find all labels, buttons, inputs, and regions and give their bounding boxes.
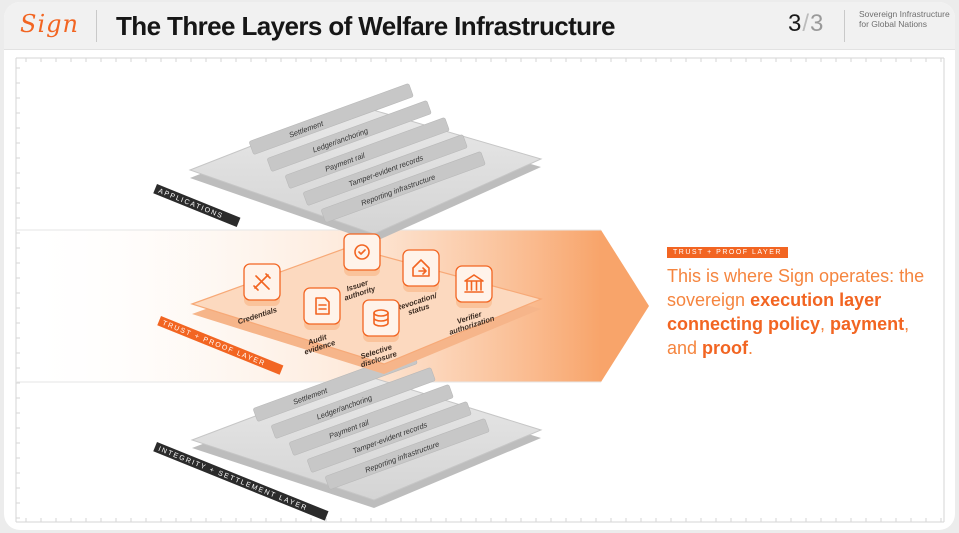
callout-part-1: the sovereign	[667, 266, 925, 310]
page-indicator: 3/3	[788, 10, 823, 38]
callout-bold-2: payment	[830, 314, 905, 334]
grid-frame	[15, 57, 945, 523]
callout-text: This is where Sign operates: the soverei…	[667, 264, 937, 360]
callout-part-4: .	[748, 338, 754, 358]
callout-lead: This is where Sign operates:	[667, 266, 895, 286]
header-divider-right	[844, 10, 845, 42]
bank-icon	[464, 274, 484, 293]
applications-label: APPLICATIONS	[157, 188, 224, 221]
slide-card: Sign The Three Layers of Welfare Infrast…	[4, 2, 955, 530]
page-separator: /	[802, 10, 810, 37]
credential-tools-icon	[253, 273, 271, 291]
tagline-line-1: Sovereign Infrastructure	[859, 9, 950, 19]
sign-logo: Sign	[20, 10, 79, 38]
page-total: 3	[810, 10, 824, 37]
callout-bold-3: proof	[702, 338, 749, 358]
trust-module: Revocation/status	[395, 249, 440, 317]
trust-module: Credentials	[236, 263, 281, 326]
issuer-badge-icon	[354, 244, 370, 260]
page-current: 3	[788, 10, 802, 37]
house-arrow-icon	[412, 259, 430, 277]
database-icon	[373, 309, 389, 327]
beam-arrowhead	[601, 230, 649, 382]
callout-bold-1: execution layer connecting policy	[667, 290, 882, 334]
tagline: Sovereign Infrastructure for Global Nati…	[859, 9, 955, 29]
document-icon	[315, 297, 330, 315]
header-divider	[96, 10, 97, 42]
header-bar: Sign The Three Layers of Welfare Infrast…	[4, 2, 955, 50]
callout-part-3: , and	[667, 314, 910, 358]
callout-part-2: ,	[820, 314, 831, 334]
callout-tag: TRUST + PROOF LAYER	[667, 247, 788, 258]
trust-layer-beam	[16, 229, 649, 383]
page-title: The Three Layers of Welfare Infrastructu…	[116, 11, 615, 41]
tagline-line-2: for Global Nations	[859, 19, 928, 29]
